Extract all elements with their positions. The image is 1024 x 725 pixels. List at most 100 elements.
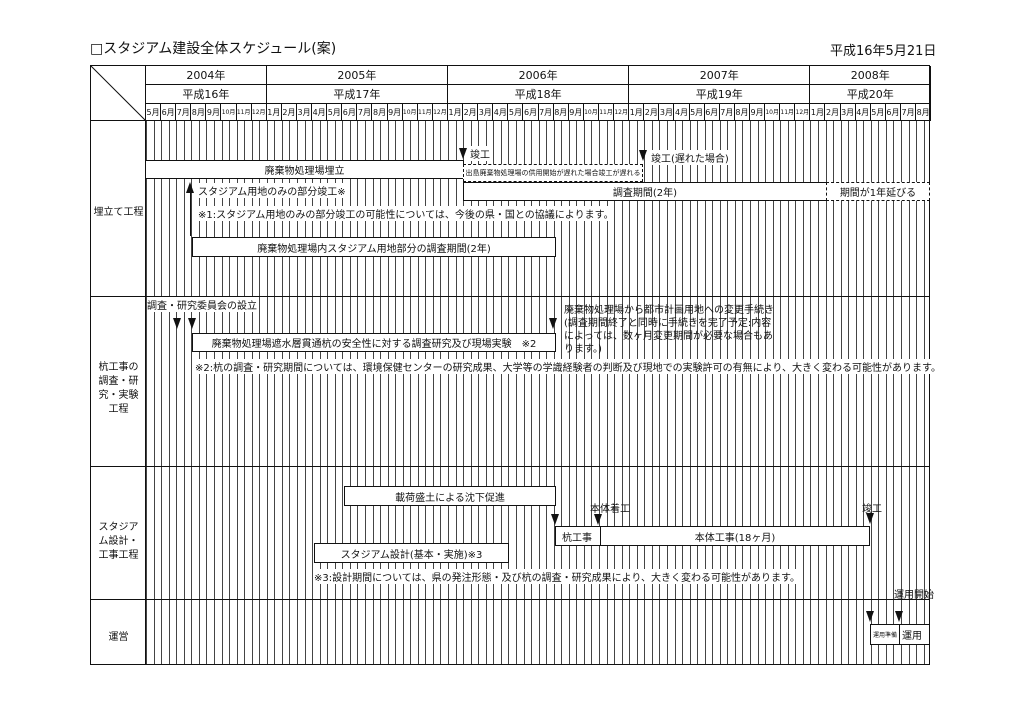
month-header: 1月 bbox=[629, 104, 645, 121]
note-3: ※3:設計期間については、県の発注形態・及び杭の調査・研究成果により、大きく変わ… bbox=[314, 569, 801, 584]
grid-line bbox=[704, 121, 706, 664]
grid-line bbox=[546, 121, 548, 664]
month-header: 6月 bbox=[886, 104, 901, 121]
completion-arrow-icon bbox=[459, 148, 467, 159]
grid-line bbox=[855, 121, 857, 664]
grid-line bbox=[493, 121, 495, 664]
grid-line bbox=[644, 121, 646, 664]
grid-line bbox=[923, 121, 925, 664]
grid-line bbox=[636, 121, 638, 664]
grid-line bbox=[213, 121, 215, 664]
grid-line bbox=[327, 121, 329, 664]
month-header: 6月 bbox=[161, 104, 177, 121]
grid-line bbox=[863, 121, 865, 664]
grid-line bbox=[372, 121, 374, 664]
month-header: 12月 bbox=[433, 104, 448, 121]
era-header: 平成19年 bbox=[629, 85, 811, 104]
grid-line bbox=[614, 121, 616, 664]
month-header: 5月 bbox=[871, 104, 886, 121]
month-header: 12月 bbox=[252, 104, 267, 121]
grid-line bbox=[825, 121, 827, 664]
grid-line bbox=[787, 121, 789, 664]
month-header: 9月 bbox=[206, 104, 222, 121]
grid-line bbox=[402, 121, 404, 664]
grid-line bbox=[259, 121, 261, 664]
grid-line bbox=[304, 121, 306, 664]
grid-line bbox=[840, 121, 842, 664]
grid-line bbox=[364, 121, 366, 664]
grid-line bbox=[417, 121, 419, 664]
grid-line bbox=[780, 121, 782, 664]
grid-line bbox=[795, 121, 797, 664]
landfill-bar: 廃棄物処理場埋立 bbox=[145, 160, 464, 179]
grid-line bbox=[870, 121, 872, 664]
grid-line bbox=[206, 121, 208, 664]
grid-line bbox=[176, 121, 178, 664]
grid-line bbox=[470, 121, 472, 664]
grid-line bbox=[802, 121, 804, 664]
year-header: 2007年 bbox=[629, 66, 811, 85]
research-end-arrow-icon bbox=[549, 318, 557, 329]
grid-line bbox=[878, 121, 880, 664]
grid-line bbox=[629, 121, 631, 664]
grid-line bbox=[568, 121, 570, 664]
pile-research-bar: 廃棄物処理場遮水層貫通杭の安全性に対する調査研究及び現場実験 ※2 bbox=[192, 333, 556, 352]
month-header: 10月 bbox=[222, 104, 237, 121]
grid-line bbox=[908, 121, 910, 664]
grid-line bbox=[727, 121, 729, 664]
grid-line bbox=[750, 121, 751, 664]
year-header: 2004年 bbox=[146, 66, 267, 85]
grid-line bbox=[591, 121, 593, 664]
month-header: 12月 bbox=[614, 104, 630, 121]
grid-line bbox=[312, 121, 314, 664]
grid-line bbox=[410, 121, 412, 664]
month-header: 6月 bbox=[705, 104, 720, 121]
month-header: 11月 bbox=[418, 104, 433, 121]
month-header: 5月 bbox=[508, 104, 524, 121]
grid-line bbox=[191, 121, 193, 664]
note-2: ※2:杭の調査・研究期間については、環境保健センターの研究成果、大学等の学識経験… bbox=[195, 359, 942, 374]
grid-line bbox=[500, 121, 502, 664]
month-header: 1月 bbox=[810, 104, 826, 121]
month-header: 4月 bbox=[312, 104, 328, 121]
grid-line bbox=[229, 121, 231, 664]
month-header: 3月 bbox=[297, 104, 313, 121]
month-header: 12月 bbox=[795, 104, 811, 121]
grid-line bbox=[146, 121, 147, 664]
grid-line bbox=[244, 121, 246, 664]
grid-line bbox=[734, 121, 736, 664]
month-header: 7月 bbox=[720, 104, 735, 121]
grid-line bbox=[523, 121, 525, 664]
grid-line bbox=[161, 121, 163, 664]
month-header: 7月 bbox=[901, 104, 917, 121]
grid-line bbox=[440, 121, 442, 664]
section-operation: 運営 bbox=[108, 632, 129, 643]
grid-line bbox=[357, 121, 359, 664]
grid-line bbox=[274, 121, 276, 664]
grid-line bbox=[689, 121, 691, 664]
month-header: 10月 bbox=[403, 104, 418, 121]
grid-line bbox=[508, 121, 510, 664]
grid-line bbox=[810, 121, 812, 664]
month-header: 2月 bbox=[463, 104, 479, 121]
month-header: 8月 bbox=[373, 104, 388, 121]
month-header: 10月 bbox=[584, 104, 599, 121]
month-header: 11月 bbox=[599, 104, 615, 121]
grid-line bbox=[425, 121, 427, 664]
month-header: 4月 bbox=[675, 104, 690, 121]
grid-line bbox=[387, 121, 389, 664]
grid-line bbox=[599, 121, 600, 664]
delayed-completion-arrow-icon bbox=[639, 150, 647, 161]
grid-line bbox=[659, 121, 661, 664]
grid-line bbox=[666, 121, 668, 664]
month-header: 10月 bbox=[765, 104, 781, 121]
grid-line bbox=[674, 121, 676, 664]
operation-prep-bar: 運用準備 bbox=[870, 624, 900, 645]
month-header: 1月 bbox=[267, 104, 282, 121]
pile-work-arrow-icon bbox=[551, 514, 559, 525]
survey-period-bar: 調査期間(2年) bbox=[463, 182, 827, 201]
partial-completion-connector bbox=[190, 190, 191, 236]
grid-line bbox=[621, 121, 623, 664]
committee-label: 調査・研究委員会の設立 bbox=[147, 297, 257, 312]
